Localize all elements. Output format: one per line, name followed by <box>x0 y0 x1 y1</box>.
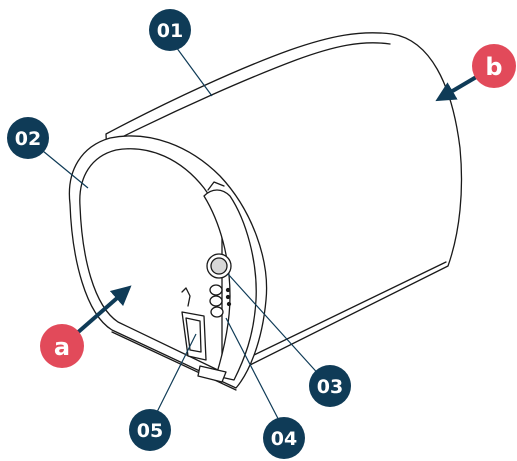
svg-text:02: 02 <box>15 128 41 150</box>
badge-03: 03 <box>309 365 351 407</box>
side-bottom-edge <box>251 261 447 357</box>
base-foot <box>197 365 227 383</box>
paper-hook <box>181 287 191 307</box>
badge-b: b <box>472 44 516 88</box>
indicator-lights <box>209 284 232 318</box>
badge-01: 01 <box>149 9 191 51</box>
leader-05 <box>151 333 197 423</box>
leader-04 <box>225 317 287 435</box>
svg-text:04: 04 <box>271 428 297 450</box>
leader-03 <box>227 273 323 379</box>
badge-04: 04 <box>263 417 305 459</box>
control-strip <box>203 189 257 381</box>
arrow-b <box>435 74 480 102</box>
svg-text:a: a <box>54 333 70 361</box>
power-button-inner <box>210 257 228 275</box>
svg-text:05: 05 <box>137 420 163 442</box>
badge-05: 05 <box>129 409 171 451</box>
release-lever-inner <box>185 317 202 353</box>
svg-text:b: b <box>485 53 502 81</box>
printer-drawing <box>68 32 463 391</box>
arrow-a <box>74 285 132 336</box>
top-cover-edge <box>111 42 391 143</box>
strip-notch <box>207 181 225 191</box>
svg-text:03: 03 <box>317 376 343 398</box>
badge-02: 02 <box>7 117 49 159</box>
svg-text:01: 01 <box>157 20 183 42</box>
badge-a: a <box>40 324 84 368</box>
